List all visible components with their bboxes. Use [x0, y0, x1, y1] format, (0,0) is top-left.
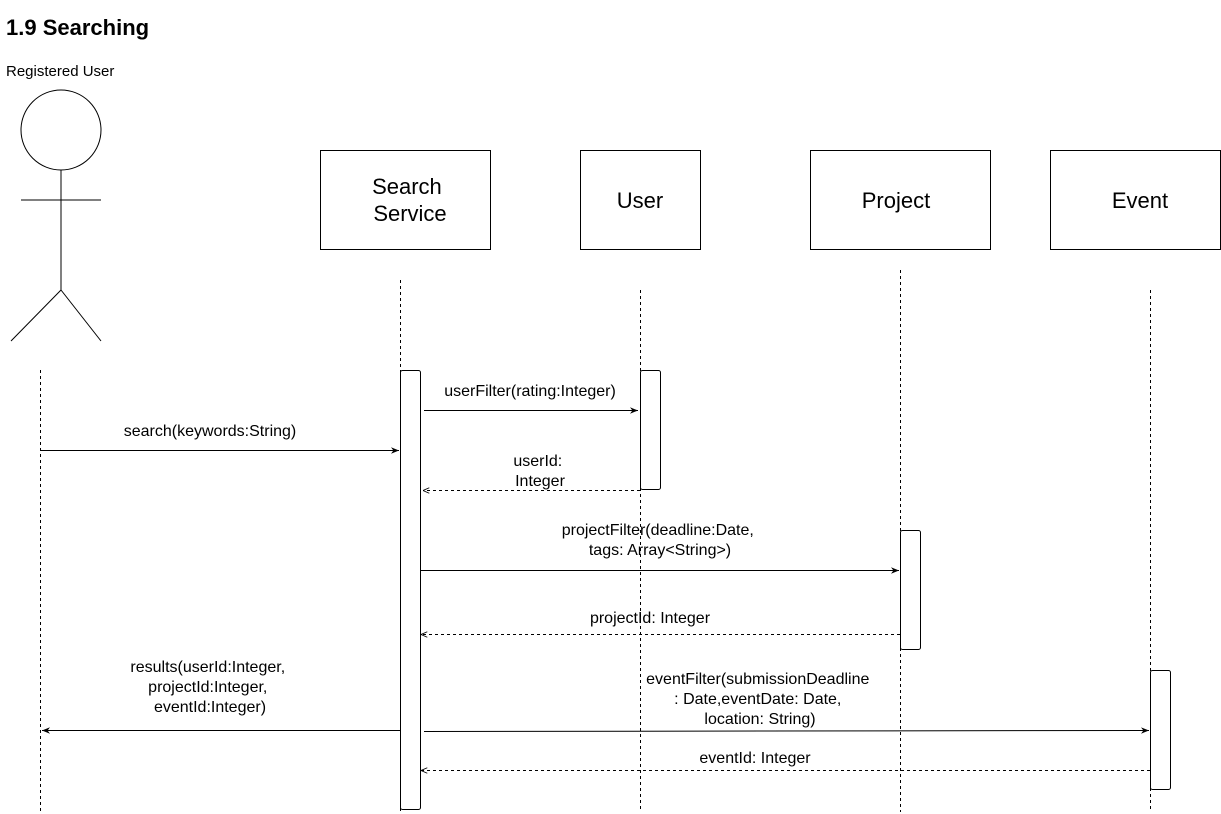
- participant-search-service: Search Service: [320, 150, 491, 250]
- participant-label-line: Project: [862, 188, 930, 213]
- message-label-line: tags: Array<String>): [589, 542, 731, 559]
- message-label-line: userFilter(rating:Integer): [444, 383, 616, 400]
- message-project-filter: projectFilter(deadline:Date, tags: Array…: [421, 522, 899, 574]
- message-arrow: [423, 727, 1150, 734]
- actor-right-leg: [60, 289, 102, 342]
- participant-label: Search Service: [372, 174, 448, 226]
- message-label-line: search(keywords:String): [124, 423, 297, 440]
- message-label-line: projectId:Integer,: [148, 679, 267, 696]
- message-label: userId: Integer: [513, 453, 566, 490]
- participant-label: Event: [1112, 188, 1168, 213]
- page-title: 1.9 Searching: [6, 15, 150, 40]
- participant-label: User: [617, 188, 663, 213]
- participant-event: Event: [1050, 150, 1221, 250]
- activation-search-service: [400, 370, 421, 810]
- message-label-line: userId:: [513, 453, 562, 470]
- message-label: search(keywords:String): [124, 423, 297, 440]
- message-event-filter: eventFilter(submissionDeadline : Date,ev…: [423, 671, 1150, 734]
- participant-label-line: User: [617, 188, 663, 213]
- participant-label-line: Event: [1112, 188, 1168, 213]
- participant-box: [1050, 150, 1221, 250]
- activation-user: [640, 370, 661, 490]
- message-label-line: location: String): [704, 711, 815, 728]
- message-label-line: results(userId:Integer,: [130, 659, 285, 676]
- actor-registered-user: Registered User: [6, 63, 114, 342]
- message-label: eventFilter(submissionDeadline : Date,ev…: [646, 671, 874, 728]
- activations: [400, 370, 1171, 810]
- message-search: search(keywords:String): [41, 423, 399, 454]
- message-label: projectId: Integer: [590, 610, 711, 627]
- participant-box: [580, 150, 701, 250]
- message-label-line: eventId: Integer: [699, 750, 811, 767]
- message-user-filter: userFilter(rating:Integer): [424, 383, 638, 414]
- message-label: eventId: Integer: [699, 750, 811, 767]
- actor-left-leg: [10, 289, 62, 342]
- participant-label: Project: [862, 188, 930, 213]
- participant-box: [320, 150, 491, 250]
- message-event-id-return: eventId: Integer: [421, 750, 1150, 771]
- message-label: projectFilter(deadline:Date, tags: Array…: [562, 522, 759, 559]
- message-label-line: projectId: Integer: [590, 610, 711, 627]
- message-project-id-return: projectId: Integer: [421, 610, 900, 635]
- actor-label: Registered User: [6, 63, 114, 80]
- participant-box: [810, 150, 991, 250]
- activation-event: [1150, 670, 1171, 790]
- message-label-line: eventFilter(submissionDeadline: [646, 671, 869, 688]
- actor-head: [20, 89, 102, 171]
- message-label: userFilter(rating:Integer): [444, 383, 616, 400]
- message-label-line: projectFilter(deadline:Date,: [562, 522, 754, 539]
- message-results: results(userId:Integer, projectId:Intege…: [42, 659, 400, 734]
- activation-project: [900, 530, 921, 650]
- message-user-id-return: userId: Integer: [423, 453, 640, 491]
- message-label-line: : Date,eventDate: Date,: [674, 691, 841, 708]
- message-label: results(userId:Integer, projectId:Intege…: [130, 659, 289, 716]
- participant-user: User: [580, 150, 701, 250]
- participant-label-line: Service: [373, 201, 446, 226]
- message-label-line: Integer: [515, 473, 565, 490]
- message-label-line: eventId:Integer): [154, 699, 266, 716]
- participant-project: Project: [810, 150, 991, 250]
- participant-label-line: Search: [372, 174, 442, 199]
